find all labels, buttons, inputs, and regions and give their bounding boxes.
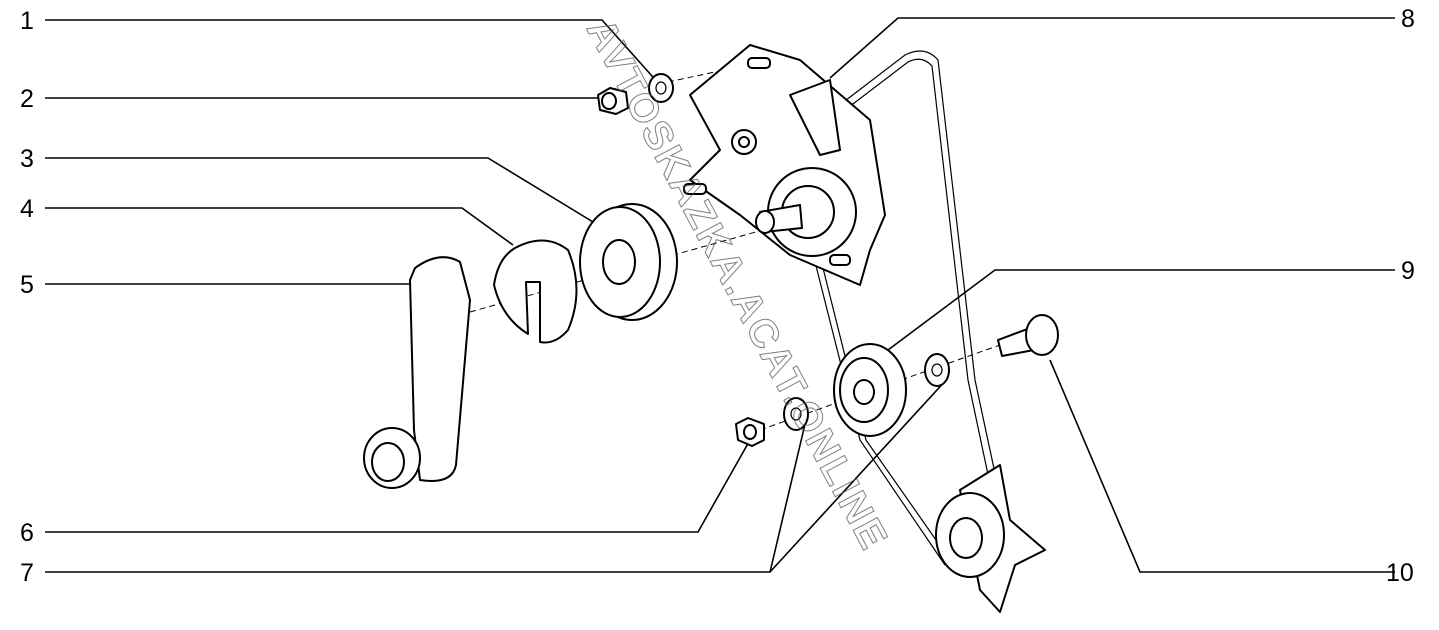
callout-9: 9	[1401, 257, 1415, 285]
callout-10: 10	[1386, 559, 1414, 587]
nut-part-2	[597, 87, 629, 115]
callout-3: 3	[20, 145, 34, 173]
leader-1	[45, 19, 661, 86]
leader-6	[45, 439, 751, 533]
lower-bracket	[935, 464, 1046, 613]
callout-1: 1	[20, 7, 34, 35]
leader-9	[887, 269, 1395, 351]
leader-4	[45, 207, 514, 246]
callout-numbers: 1 2 3 4 5 6 7 8 9 10	[20, 5, 1415, 587]
washers-part-7	[783, 353, 950, 431]
regulator-mechanism	[683, 44, 886, 286]
handle-part-5	[363, 256, 471, 489]
callout-5: 5	[20, 271, 34, 299]
leader-8	[829, 17, 1395, 79]
leader-10	[1049, 359, 1395, 573]
ring-part-3	[579, 203, 678, 321]
callout-8: 8	[1401, 5, 1415, 33]
leader-lines	[45, 17, 1395, 573]
leader-7b	[769, 377, 949, 573]
roller-part-9	[833, 343, 907, 437]
callout-6: 6	[20, 519, 34, 547]
regulator-cable	[811, 50, 1006, 566]
washer-part-1	[648, 73, 674, 103]
callout-2: 2	[20, 85, 34, 113]
bolt-part-10	[997, 314, 1059, 357]
callout-7: 7	[20, 559, 34, 587]
lock-plate-part-4	[493, 239, 578, 344]
nut-part-6	[735, 417, 765, 447]
callout-4: 4	[20, 195, 34, 223]
leader-3	[45, 157, 599, 226]
